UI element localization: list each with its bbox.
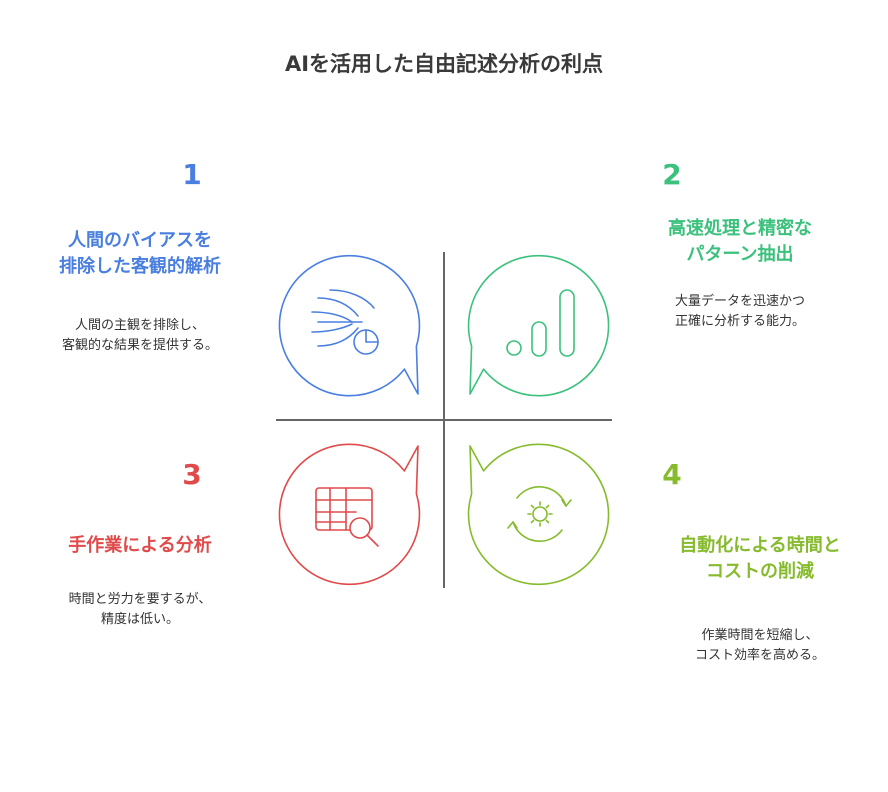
- quadrant-3-bubble: [278, 443, 421, 586]
- gear-cycle-icon: [507, 485, 572, 543]
- quadrant-1-bubble: [278, 254, 421, 397]
- quadrant-3-description: 時間と労力を要するが、 精度は低い。: [20, 590, 260, 630]
- quadrant-3-description-line-2: 精度は低い。: [100, 612, 179, 627]
- quadrant-1-heading: 人間のバイアスを 排除した客観的解析: [20, 228, 260, 280]
- quadrant-1-description: 人間の主観を排除し、 客観的な結果を提供する。: [20, 316, 260, 356]
- quadrant-2-description-line-2: 正確に分析する能力。: [674, 314, 805, 329]
- quadrant-2-heading-line-2: パターン抽出: [686, 244, 794, 265]
- quadrant-2-bubble: [467, 254, 610, 397]
- page-title: AIを活用した自由記述分析の利点: [284, 52, 604, 76]
- quadrant-3-description-line-1: 時間と労力を要するが、: [68, 592, 212, 607]
- quadrant-4-description: 作業時間を短縮し、 コスト効率を高める。: [640, 626, 880, 666]
- quadrant-3-heading: 手作業による分析: [20, 533, 260, 559]
- quadrant-3-number: 3: [182, 458, 202, 491]
- quadrant-2-number: 2: [662, 158, 682, 191]
- bar-chart-icon: [506, 289, 575, 357]
- quadrant-3-heading-line-1: 手作業による分析: [68, 535, 212, 556]
- table-search-icon: [315, 487, 379, 547]
- quadrant-4-number: 4: [662, 458, 682, 491]
- quadrant-1-heading-line-2: 排除した客観的解析: [59, 256, 221, 277]
- quadrant-4-description-line-1: 作業時間を短縮し、: [701, 628, 819, 643]
- quadrant-4-heading-line-2: コストの削減: [706, 561, 814, 582]
- quadrant-1-number: 1: [182, 158, 202, 191]
- quadrant-4-heading: 自動化による時間と コストの削減: [640, 533, 880, 585]
- quadrant-1-heading-line-1: 人間のバイアスを: [68, 230, 212, 251]
- quadrant-2-description-line-1: 大量データを迅速かつ: [674, 294, 805, 309]
- wind-chart-icon: [311, 289, 379, 355]
- quadrant-4-description-line-2: コスト効率を高める。: [694, 648, 825, 663]
- quadrant-2-heading-line-1: 高速処理と精密な: [668, 218, 812, 239]
- quadrant-1-description-line-2: 客観的な結果を提供する。: [61, 338, 218, 353]
- quadrant-1-description-line-1: 人間の主観を排除し、: [74, 318, 205, 333]
- quadrant-4-heading-line-1: 自動化による時間と: [679, 535, 841, 556]
- quadrant-2-heading: 高速処理と精密な パターン抽出: [620, 216, 860, 268]
- quadrant-2-description: 大量データを迅速かつ 正確に分析する能力。: [620, 292, 860, 332]
- quadrant-4-bubble: [467, 443, 610, 586]
